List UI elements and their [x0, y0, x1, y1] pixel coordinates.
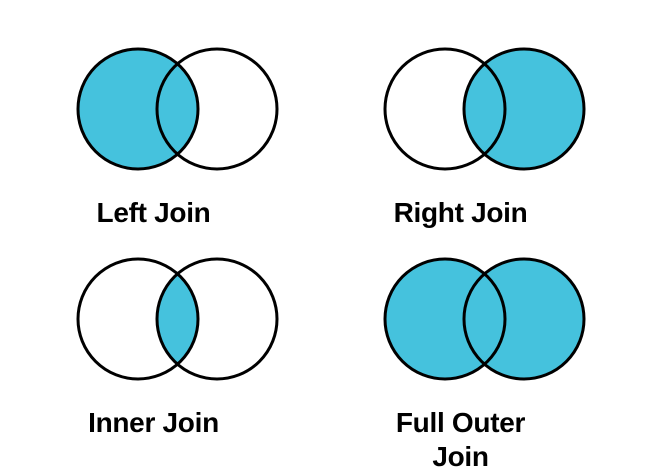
- join-diagram-left-join: Left Join: [0, 34, 307, 230]
- join-label-right-join: Right Join: [393, 197, 528, 228]
- right-set-outline: [155, 47, 279, 171]
- left-set-outline: [383, 47, 507, 171]
- join-label-left-join: Left Join: [96, 197, 211, 228]
- venn-wrap-left-join: [0, 34, 307, 174]
- venn-wrap-inner-join: [0, 244, 307, 384]
- join-label-inner-join: Inner Join: [88, 407, 219, 438]
- join-label-full-outer-join: Full Outer Join: [395, 407, 526, 472]
- left-set-outline: [76, 47, 200, 171]
- venn-svg-left-join: [76, 47, 279, 171]
- intersection-region: [157, 259, 198, 379]
- intersection-region: [464, 259, 505, 379]
- right-set-outline: [155, 257, 279, 381]
- venn-svg-inner-join: [76, 257, 279, 381]
- join-diagram-inner-join: Inner Join: [0, 244, 307, 440]
- left-set-outline: [76, 257, 200, 381]
- intersection-region: [464, 49, 505, 169]
- right-set-outline: [462, 257, 586, 381]
- venn-svg-full-outer-join: [383, 257, 586, 381]
- right-set-outline: [462, 47, 586, 171]
- left-set-outline: [383, 257, 507, 381]
- venn-svg-right-join: [383, 47, 586, 171]
- join-diagram-full-outer-join: Full Outer Join: [307, 244, 614, 474]
- intersection-region: [157, 49, 198, 169]
- join-diagram-right-join: Right Join: [307, 34, 614, 230]
- venn-wrap-right-join: [307, 34, 614, 174]
- venn-wrap-full-outer-join: [307, 244, 614, 384]
